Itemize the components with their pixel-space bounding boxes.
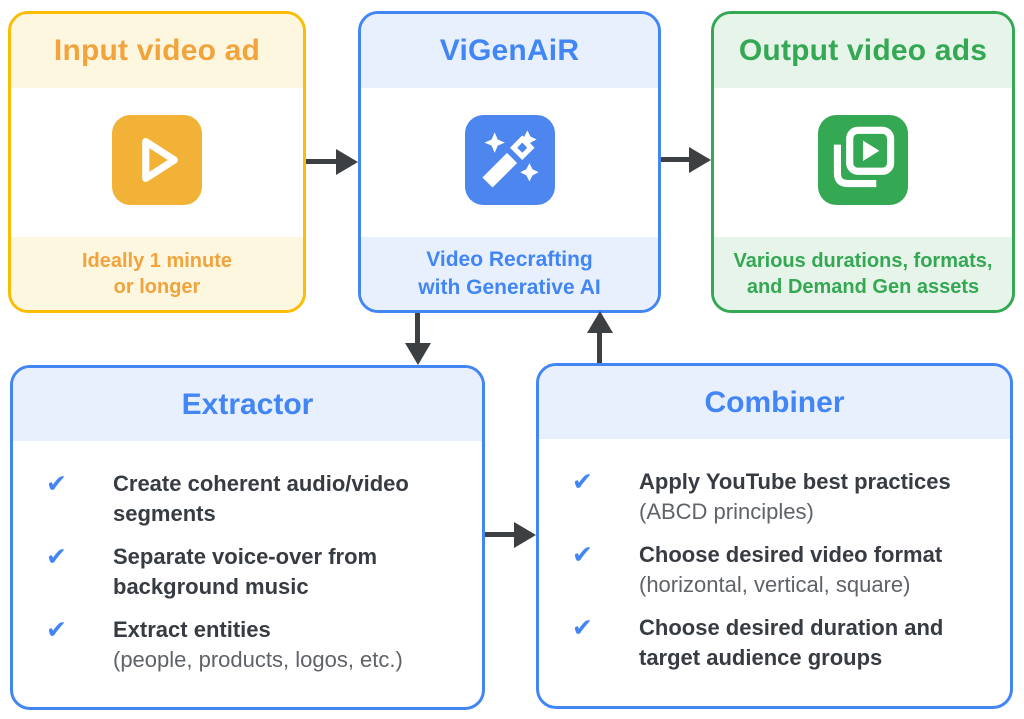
vigenair-box: ViGenAiR Video Recrafting with Generativ… — [358, 11, 661, 313]
extractor-item: ✔ Extract entities (people, products, lo… — [13, 615, 466, 675]
output-video-ads-box: Output video ads Various durations, form… — [711, 11, 1015, 313]
check-icon: ✔ — [572, 612, 593, 642]
combiner-item-note: (ABCD principles) — [639, 498, 814, 524]
combiner-item: ✔ Apply YouTube best practices (ABCD pri… — [539, 467, 994, 527]
output-box-caption: Various durations, formats, and Demand G… — [714, 237, 1012, 310]
combiner-box-title: Combiner — [539, 366, 1010, 439]
output-box-title: Output video ads — [714, 14, 1012, 88]
vigenair-box-caption: Video Recrafting with Generative AI — [361, 237, 658, 310]
combiner-item: ✔ Choose desired duration and target aud… — [539, 613, 994, 673]
check-icon: ✔ — [46, 469, 67, 498]
check-icon: ✔ — [46, 614, 67, 644]
arrow-vigenair-to-extractor — [405, 313, 431, 365]
check-icon: ✔ — [572, 539, 593, 569]
input-video-ad-box: Input video ad Ideally 1 minute or longe… — [8, 11, 306, 313]
extractor-item: ✔ Separate voice-over from background mu… — [13, 542, 466, 602]
combiner-box: Combiner ✔ Apply YouTube best practices … — [536, 363, 1013, 709]
magic-wand-icon — [464, 115, 555, 210]
check-icon: ✔ — [572, 467, 593, 496]
arrow-extractor-to-combiner — [485, 522, 536, 548]
extractor-box-title: Extractor — [13, 368, 482, 441]
arrow-combiner-to-vigenair — [587, 311, 613, 363]
extractor-item-text: Separate voice-over from background musi… — [113, 543, 378, 599]
arrow-input-to-vigenair — [306, 149, 358, 175]
combiner-item-text: Apply YouTube best practices — [639, 469, 951, 494]
combiner-item-text: Choose desired video format — [639, 541, 943, 567]
combiner-item: ✔ Choose desired video format (horizonta… — [539, 540, 994, 600]
input-box-caption: Ideally 1 minute or longer — [11, 237, 303, 310]
combiner-item-note: (horizontal, vertical, square) — [639, 571, 911, 597]
combiner-item-text: Choose desired duration and target audie… — [639, 614, 944, 670]
extractor-box: Extractor ✔ Create coherent audio/video … — [10, 365, 485, 710]
play-icon — [112, 115, 202, 210]
extractor-item-note: (people, products, logos, etc.) — [113, 646, 403, 672]
vigenair-box-title: ViGenAiR — [361, 14, 658, 88]
check-icon: ✔ — [46, 541, 67, 571]
extractor-item-text: Extract entities — [113, 616, 271, 642]
video-library-icon — [818, 115, 908, 210]
extractor-item: ✔ Create coherent audio/video segments — [13, 469, 466, 529]
input-box-title: Input video ad — [11, 14, 303, 88]
extractor-item-text: Create coherent audio/video segments — [113, 471, 409, 526]
arrow-vigenair-to-output — [661, 147, 711, 173]
